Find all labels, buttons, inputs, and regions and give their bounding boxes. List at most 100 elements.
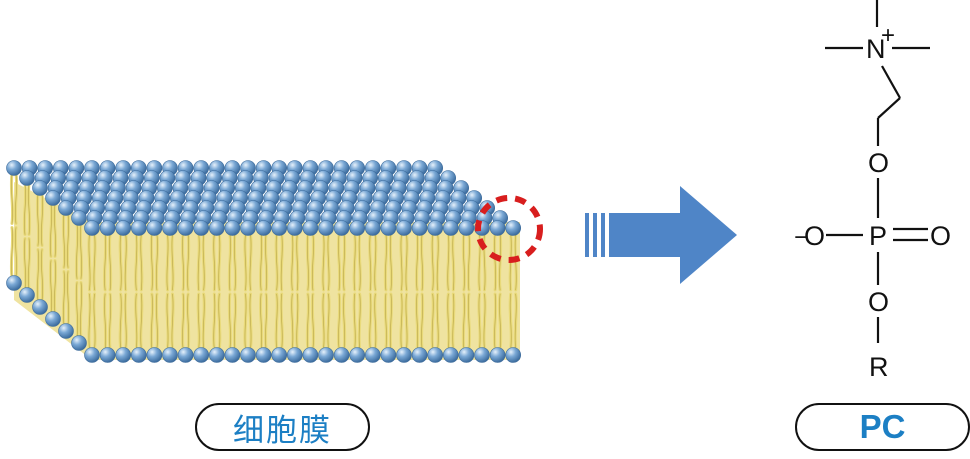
lipid-head [318, 347, 334, 363]
lipid-head [224, 220, 241, 236]
lipid-tail-outline [67, 213, 69, 268]
lipid-head [32, 299, 48, 315]
lipid-tail-outline [50, 260, 52, 314]
lipid-head [71, 210, 87, 226]
oxygen-atom: O [804, 221, 825, 251]
lipid-tail-outline [233, 233, 236, 291]
lipid-tail-outline [400, 293, 403, 350]
lipid-head [505, 347, 522, 363]
lipid-head [45, 311, 61, 327]
lipid-head [349, 220, 366, 236]
lipid-head [349, 347, 366, 363]
lipid-head [32, 180, 48, 196]
lipid-tail-outline [400, 233, 403, 291]
lipid-tail-outline [104, 233, 107, 291]
lipid-head [505, 220, 522, 236]
lipid-head [146, 347, 163, 363]
lipid-head [396, 347, 412, 363]
lipid-tail-outline [140, 233, 143, 291]
lipid-head [489, 220, 506, 236]
lipid-head [364, 220, 381, 236]
lipid-head [411, 220, 428, 236]
oxygen-atom: O [868, 287, 889, 317]
lipid-tail-outline [291, 233, 294, 291]
lipid-tail-outline [244, 233, 247, 291]
lipid-tail-outline [218, 293, 221, 350]
lipid-tail-outline [166, 233, 169, 291]
lipid-head [84, 220, 100, 236]
cell-membrane-illustration [6, 160, 543, 363]
lipid-tail-outline [452, 293, 455, 350]
lipid-tail-outline [338, 233, 341, 291]
lipid-tail-outline [384, 293, 387, 350]
lipid-tail-outline [88, 293, 91, 350]
lipid-head [177, 347, 194, 363]
lipid-tail-outline [311, 293, 314, 350]
lipid-tail-outline [140, 293, 143, 350]
lipid-tail-outline [28, 238, 30, 290]
lipid-tail-outline [41, 193, 43, 246]
lipid-tail-outline [306, 233, 309, 291]
lipid-tail-outline [197, 293, 200, 350]
lipid-tail-outline [338, 293, 341, 350]
nitrogen-charge: + [881, 22, 895, 49]
lipid-tail-outline [374, 233, 377, 291]
lipid-tail-outline [218, 233, 221, 291]
lipid-tail-outline [514, 293, 517, 350]
lipid-tail-outline [228, 233, 231, 291]
lipid-tail-outline [104, 293, 107, 350]
lipid-head [45, 190, 61, 206]
lipid-head [458, 220, 475, 236]
lipid-tail-outline [462, 293, 465, 350]
lipid-head [162, 220, 178, 236]
lipid-head [209, 347, 225, 363]
lipid-tail-outline [171, 233, 174, 291]
lipid-tail-outline [384, 233, 387, 291]
dashed-circle-highlight [475, 195, 543, 263]
membrane-caption: 细胞膜 [195, 403, 370, 451]
lipid-tail-outline [202, 233, 205, 291]
lipid-tail-outline [135, 293, 138, 350]
lipid-tail-outline [462, 233, 465, 291]
lipid-head [427, 220, 444, 236]
lipid-tail-outline [63, 271, 65, 326]
lipid-tail-outline [369, 233, 372, 291]
lipid-tail-outline [135, 233, 138, 291]
lipid-tail-outline [467, 293, 470, 350]
lipid-tail-outline [93, 293, 96, 350]
lipid-tail-outline [260, 233, 263, 291]
lipid-tail-outline [416, 293, 419, 350]
lipid-head [177, 220, 194, 236]
lipid-tail-outline [244, 293, 247, 350]
lipid-head [396, 220, 412, 236]
lipid-tail-outline [483, 233, 486, 291]
lipid-tail-outline [483, 293, 486, 350]
nitrogen-atom: N [866, 34, 886, 64]
lipid-tail-outline [374, 293, 377, 350]
lipid-tail-outline [327, 233, 330, 291]
lipid-tail-outline [150, 293, 153, 350]
lipid-tail-outline [171, 293, 174, 350]
lipid-tail-outline [369, 293, 372, 350]
lipid-tail-outline [166, 293, 169, 350]
lipid-head [255, 220, 272, 236]
lipid-head [302, 220, 319, 236]
lipid-head [99, 347, 116, 363]
lipid-tail-outline [343, 293, 346, 350]
lipid-tail-outline [389, 233, 392, 291]
oxygen-atom: O [868, 148, 889, 178]
lipid-tail-outline [80, 223, 82, 279]
lipid-tail-outline [155, 233, 158, 291]
lipid-tail-outline [37, 193, 39, 246]
lipid-tail-outline [322, 293, 325, 350]
lipid-tail-outline [15, 227, 17, 278]
lipid-tail-outline [37, 249, 39, 302]
lipid-tail-outline [431, 233, 434, 291]
lipid-tail-outline [436, 233, 439, 291]
lipid-tail-outline [187, 293, 190, 350]
lipid-tails [9, 172, 518, 351]
top-leaflet-heads [6, 160, 522, 236]
lipid-head [411, 347, 428, 363]
r-group: R [869, 352, 889, 382]
lipid-tail-outline [24, 238, 26, 290]
